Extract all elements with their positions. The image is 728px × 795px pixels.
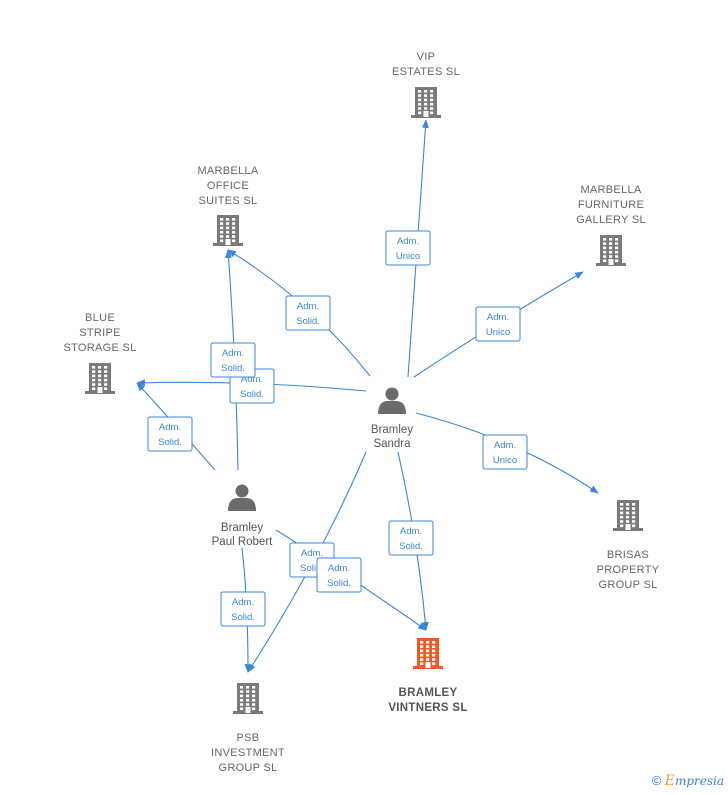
company-label: FURNITURE <box>578 199 644 211</box>
edge-label-text: Adm. <box>487 312 509 323</box>
company-node-mfg[interactable]: MARBELLA FURNITURE GALLERY SL <box>576 184 646 266</box>
edge-label-box <box>385 230 431 266</box>
edge-label-box <box>220 591 266 627</box>
edge-label-text: Solid. <box>296 316 320 327</box>
edge-label-text: Adm. <box>494 440 516 451</box>
company-label: GROUP SL <box>598 579 657 591</box>
edge-label-box <box>210 342 256 378</box>
company-label: BRAMLEY <box>399 687 458 699</box>
company-label: VINTNERS SL <box>388 702 467 714</box>
edge-label-sandra-bv[interactable]: Adm. Solid. <box>388 520 434 556</box>
building-icon[interactable] <box>85 363 115 394</box>
edge-label-text: Solid. <box>231 612 255 623</box>
company-label: MARBELLA <box>580 184 641 196</box>
edge-label-paul-bv[interactable]: Adm. Solid. <box>316 557 362 593</box>
brand-name: mpresia <box>674 774 724 788</box>
edge-label-paul-psb[interactable]: Adm. Solid. <box>220 591 266 627</box>
edge-labels-layer: Adm.UnicoAdm.Solid.Adm.UnicoAdm.Solid.Ad… <box>147 230 528 627</box>
edge-label-box <box>147 416 193 452</box>
edge-label-paul-mos[interactable]: Adm. Solid. <box>210 342 256 378</box>
edge-label-text: Solid. <box>327 578 351 589</box>
edge-label-box <box>316 557 362 593</box>
edge-label-text: Solid. <box>158 437 182 448</box>
company-label: ESTATES SL <box>392 66 460 78</box>
company-node-bpg[interactable]: BRISAS PROPERTY GROUP SL <box>597 500 660 591</box>
company-label: GALLERY SL <box>576 214 646 226</box>
edge-label-text: Adm. <box>159 422 181 433</box>
edge-label-sandra-bpg[interactable]: Adm. Unico <box>482 434 528 470</box>
company-label: BRISAS <box>607 549 649 561</box>
edge-label-text: Adm. <box>400 526 422 537</box>
company-label: PROPERTY <box>597 564 660 576</box>
edge-label-text: Adm. <box>397 236 419 247</box>
building-icon[interactable] <box>213 215 243 246</box>
edge-label-text: Adm. <box>301 548 323 559</box>
edge-label-paul-bss[interactable]: Adm. Solid. <box>147 416 193 452</box>
edge-label-text: Adm. <box>222 348 244 359</box>
edge-label-box <box>475 306 521 342</box>
person-label: Bramley <box>371 424 413 436</box>
edge-label-text: Adm. <box>297 301 319 312</box>
edge-label-box <box>285 295 331 331</box>
company-label: SUITES SL <box>199 195 258 207</box>
edge-label-box <box>388 520 434 556</box>
edge-label-text: Solid. <box>399 541 423 552</box>
edge-label-sandra-mos[interactable]: Adm. Solid. <box>285 295 331 331</box>
edge-label-text: Unico <box>486 327 510 338</box>
building-icon[interactable] <box>613 500 643 531</box>
edge-label-text: Solid. <box>300 563 324 574</box>
company-node-mos[interactable]: MARBELLA OFFICE SUITES SL <box>197 165 259 246</box>
company-label: GROUP SL <box>218 762 277 774</box>
company-node-bss[interactable]: BLUE STRIPE STORAGE SL <box>63 312 136 394</box>
company-label: PSB <box>237 732 260 744</box>
building-icon[interactable] <box>596 235 626 266</box>
edge-label-text: Adm. <box>232 597 254 608</box>
company-label: BLUE <box>85 312 115 324</box>
company-node-bv[interactable]: BRAMLEY VINTNERS SL <box>388 638 467 714</box>
edge-label-text: Solid. <box>240 389 264 400</box>
company-label: STORAGE SL <box>63 342 136 354</box>
edge-label-text: Solid. <box>221 363 245 374</box>
edge-label-sandra-vip[interactable]: Adm. Unico <box>385 230 431 266</box>
person-label: Sandra <box>373 438 411 450</box>
edge-label-text: Adm. <box>241 374 263 385</box>
edge-label-sandra-mfg[interactable]: Adm. Unico <box>475 306 521 342</box>
person-label: Bramley <box>221 522 263 534</box>
person-icon[interactable] <box>228 484 256 512</box>
edge-label-text: Unico <box>493 455 517 466</box>
edge-label-text: Adm. <box>328 563 350 574</box>
company-label: MARBELLA <box>197 165 258 177</box>
person-label: Paul Robert <box>212 536 274 548</box>
company-node-vip[interactable]: VIP ESTATES SL <box>392 51 460 118</box>
company-label: VIP <box>417 51 436 63</box>
copyright-symbol: © <box>651 773 662 788</box>
edge-label-box <box>482 434 528 470</box>
edge-label-text: Unico <box>396 251 420 262</box>
company-label: INVESTMENT <box>211 747 285 759</box>
company-label: STRIPE <box>79 327 121 339</box>
footer-brand[interactable]: © Empresia <box>652 773 724 789</box>
company-node-psb[interactable]: PSB INVESTMENT GROUP SL <box>211 683 285 774</box>
person-icon[interactable] <box>378 387 406 415</box>
building-icon[interactable] <box>413 638 443 669</box>
building-icon[interactable] <box>411 87 441 118</box>
company-label: OFFICE <box>207 180 249 192</box>
brand-initial: E <box>664 773 675 789</box>
building-icon[interactable] <box>233 683 263 714</box>
